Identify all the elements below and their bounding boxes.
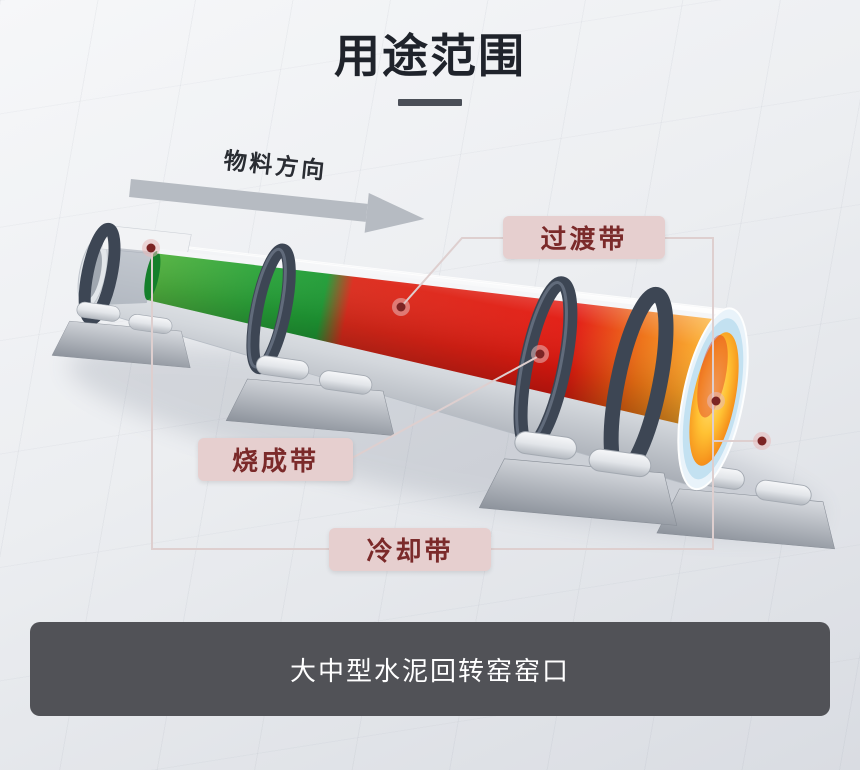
zone-marker-dot: [753, 432, 771, 450]
zone-marker-dot: [142, 239, 160, 257]
support-station: [225, 355, 395, 436]
zone-label-burning: 烧成带: [198, 438, 353, 481]
zone-label-cooling: 冷却带: [329, 528, 491, 571]
zone-marker-dot: [531, 345, 549, 363]
kiln-ring: [78, 222, 121, 326]
zone-marker-dots: [142, 239, 771, 450]
header: 用途范围: [0, 20, 860, 106]
zone-marker-dot: [707, 392, 725, 410]
zone-marker-dot: [392, 298, 410, 316]
kiln-body: [77, 222, 749, 491]
zone-label-transition: 过渡带: [503, 216, 665, 259]
support-station: [51, 301, 191, 369]
support-station: [656, 463, 835, 550]
material-direction-arrow: [129, 179, 425, 233]
support-station: [478, 431, 678, 526]
title-underline: [398, 99, 462, 106]
caption-banner: 大中型水泥回转窑窑口: [30, 622, 830, 716]
page-title: 用途范围: [334, 30, 526, 82]
